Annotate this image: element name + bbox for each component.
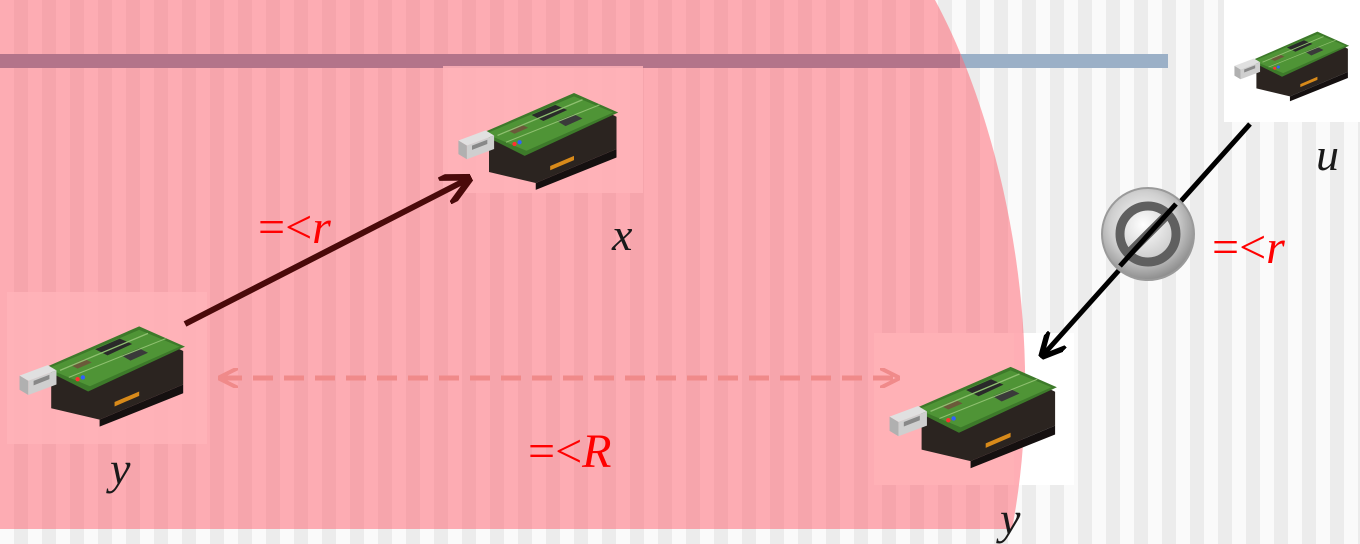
node-v-label: y: [1000, 496, 1020, 542]
edge-variable: r: [1266, 221, 1285, 274]
node-x-label: x: [612, 212, 632, 258]
edge-label-u-to-v: =<r: [1212, 224, 1285, 272]
edge-operator: =<: [258, 201, 312, 254]
edge-label-y-to-x: =<r: [258, 204, 331, 252]
prohibited-icon: [1102, 188, 1194, 280]
diagram-canvas: [0, 0, 1360, 529]
node-y-sensor: [7, 292, 207, 444]
edge-variable: r: [312, 201, 331, 254]
edge-label-y-to-v: =<R: [528, 428, 611, 476]
node-u-sensor: [1224, 0, 1360, 122]
node-x-sensor: [443, 66, 643, 193]
edge-variable: R: [582, 425, 611, 478]
node-u-label: u: [1316, 132, 1339, 178]
edge-operator: =<: [1212, 221, 1266, 274]
edge-operator: =<: [528, 425, 582, 478]
node-y-label: y: [110, 446, 130, 492]
